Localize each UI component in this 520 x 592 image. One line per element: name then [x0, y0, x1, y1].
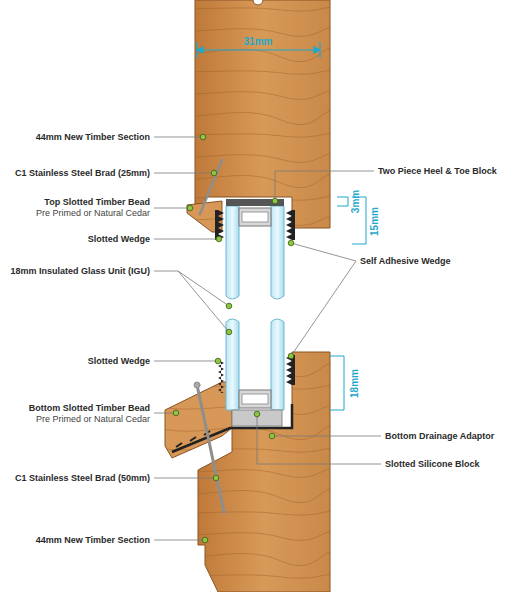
- stainless-brads: [194, 160, 224, 512]
- dimension-label: 15mm: [369, 207, 380, 236]
- top-groove: [253, 0, 263, 5]
- wood-grain: [160, 7, 340, 578]
- leader-lines: [154, 137, 381, 540]
- dimension-label: 18mm: [349, 369, 360, 398]
- part-label: Slotted Wedge: [88, 356, 150, 367]
- part-label: C1 Stainless Steel Brad (50mm): [15, 473, 150, 484]
- top-adhesive-wedge: [286, 210, 295, 240]
- glass-unit-top: [215, 199, 295, 299]
- part-label: Slotted Wedge: [88, 234, 150, 245]
- part-label: Pre Primed or Natural Cedar: [36, 414, 150, 425]
- top-slotted-wedge: [215, 210, 224, 240]
- part-label: Slotted Silicone Block: [385, 459, 480, 470]
- dimension-brackets: [330, 197, 366, 410]
- bottom-adhesive-wedge: [286, 355, 295, 385]
- dimension-label: 31mm: [244, 36, 273, 47]
- part-label: C1 Stainless Steel Brad (25mm): [15, 168, 150, 179]
- heel-toe-block: [226, 199, 284, 206]
- part-label: Two Piece Heel & Toe Block: [378, 166, 497, 177]
- callout-dots: [173, 134, 294, 543]
- part-label: Self Adhesive Wedge: [360, 256, 451, 267]
- part-label: 44mm New Timber Section: [36, 535, 150, 546]
- bottom-slotted-wedge: [218, 360, 224, 393]
- part-label: Top Slotted Timber Bead: [44, 197, 150, 208]
- part-label: Pre Primed or Natural Cedar: [36, 208, 150, 219]
- dimension-label: 3mm: [350, 189, 361, 212]
- drainage-adaptor: [172, 404, 292, 452]
- part-label: Bottom Slotted Timber Bead: [29, 403, 150, 414]
- part-label: 44mm New Timber Section: [36, 132, 150, 143]
- glass-unit-bottom: [172, 319, 295, 452]
- part-label: 18mm Insulated Glass Unit (IGU): [10, 266, 150, 277]
- part-label: Bottom Drainage Adaptor: [385, 431, 494, 442]
